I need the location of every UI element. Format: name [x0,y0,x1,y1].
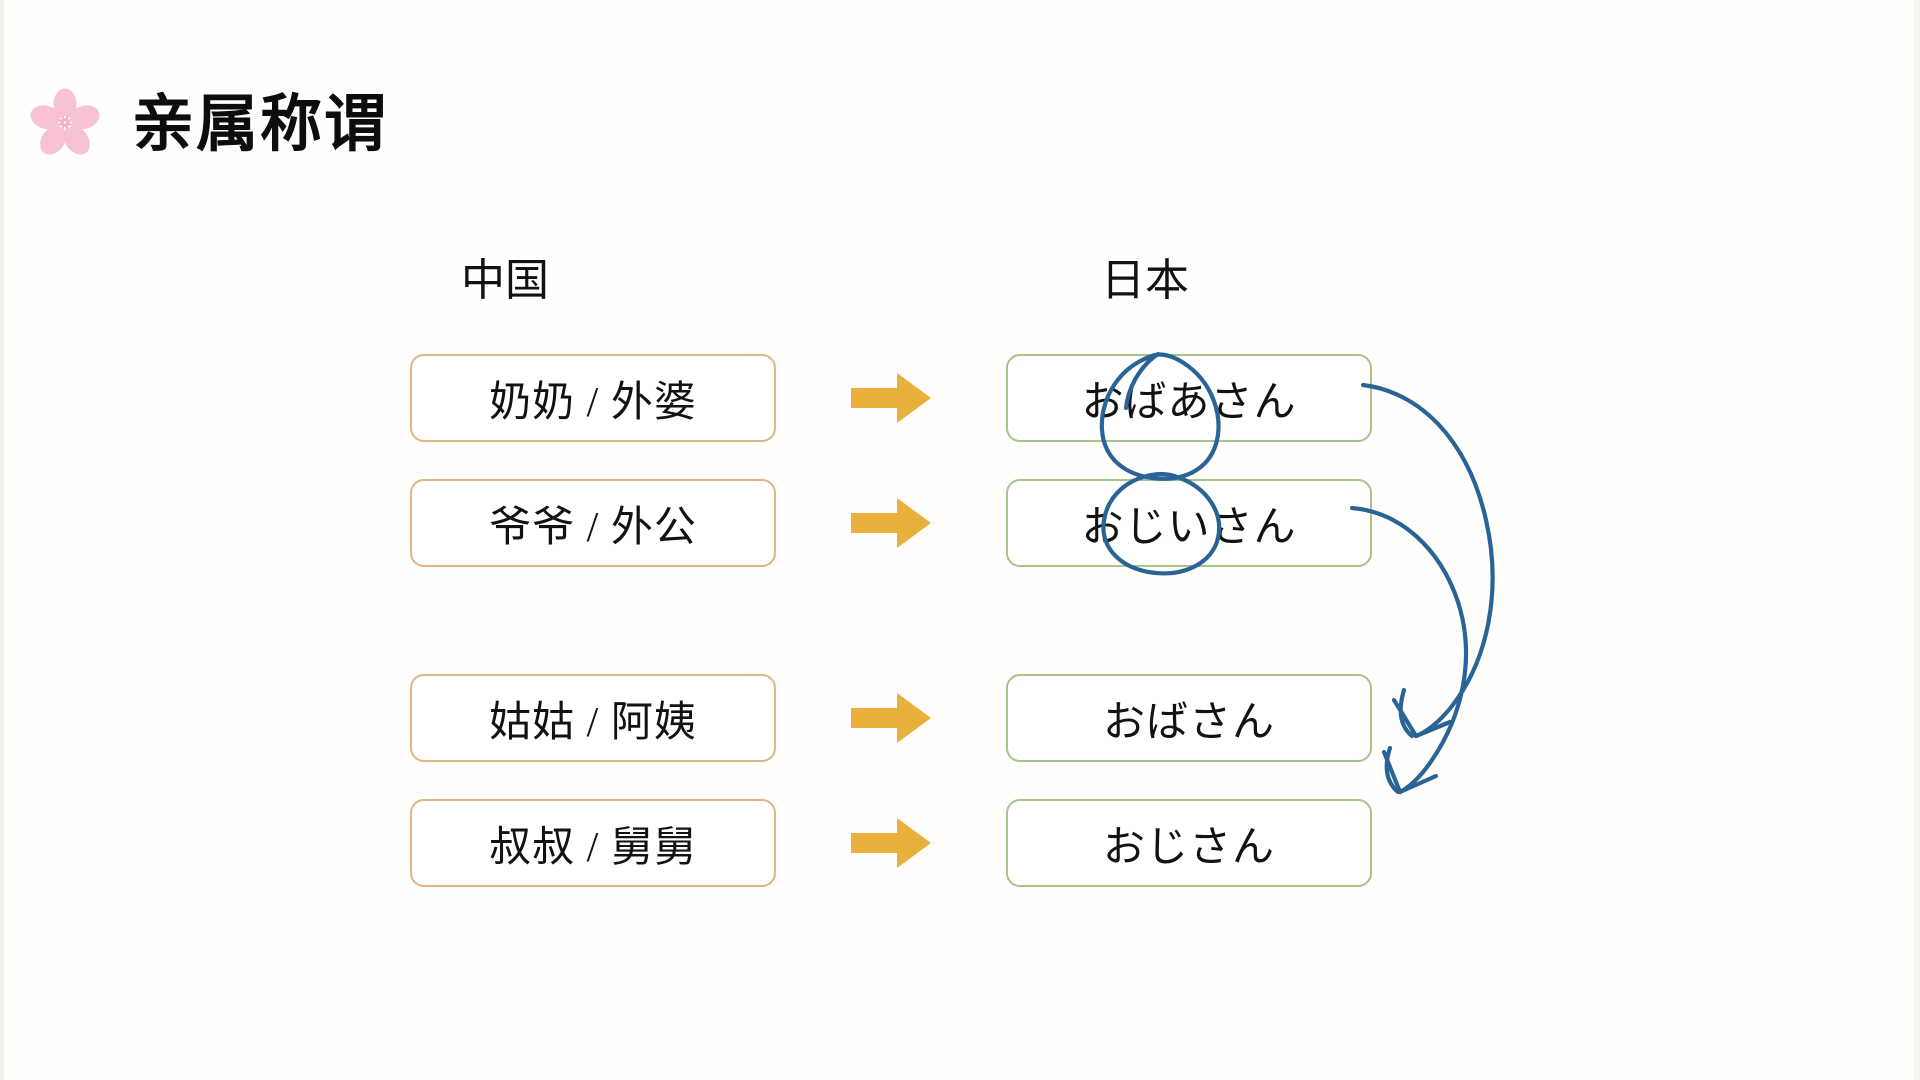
arrow-cell [776,816,1006,870]
arrow-cell [776,496,1006,550]
right-arrow-icon [851,818,931,868]
arrow-cell [776,691,1006,745]
table-row: 姑姑 / 阿姨 おばさん [410,670,1410,766]
japan-term-box[interactable]: おじいさん [1006,479,1372,567]
japan-term-box[interactable]: おじさん [1006,799,1372,887]
china-term-box[interactable]: 叔叔 / 舅舅 [410,799,776,887]
right-arrow-icon [851,373,931,423]
table-row: 奶奶 / 外婆 おばあさん [410,350,1410,446]
china-term-box[interactable]: 姑姑 / 阿姨 [410,674,776,762]
right-arrow-icon [851,498,931,548]
table-row: 爷爷 / 外公 おじいさん [410,475,1410,571]
column-header-japan: 日本 [1101,256,1189,305]
title-row: 亲属称谓 [28,80,388,168]
japan-term-box[interactable]: おばあさん [1006,354,1372,442]
page-edge-right [1914,0,1920,1080]
china-term-box[interactable]: 爷爷 / 外公 [410,479,776,567]
right-arrow-icon [851,693,931,743]
japan-term-box[interactable]: おばさん [1006,674,1372,762]
china-term-box[interactable]: 奶奶 / 外婆 [410,354,776,442]
arrow-cell [776,371,1006,425]
page-title: 亲属称谓 [132,87,389,160]
page-edge-left [0,0,4,1080]
sakura-flower-icon [28,87,102,161]
column-header-china: 中国 [461,256,549,305]
table-row: 叔叔 / 舅舅 おじさん [410,795,1410,891]
